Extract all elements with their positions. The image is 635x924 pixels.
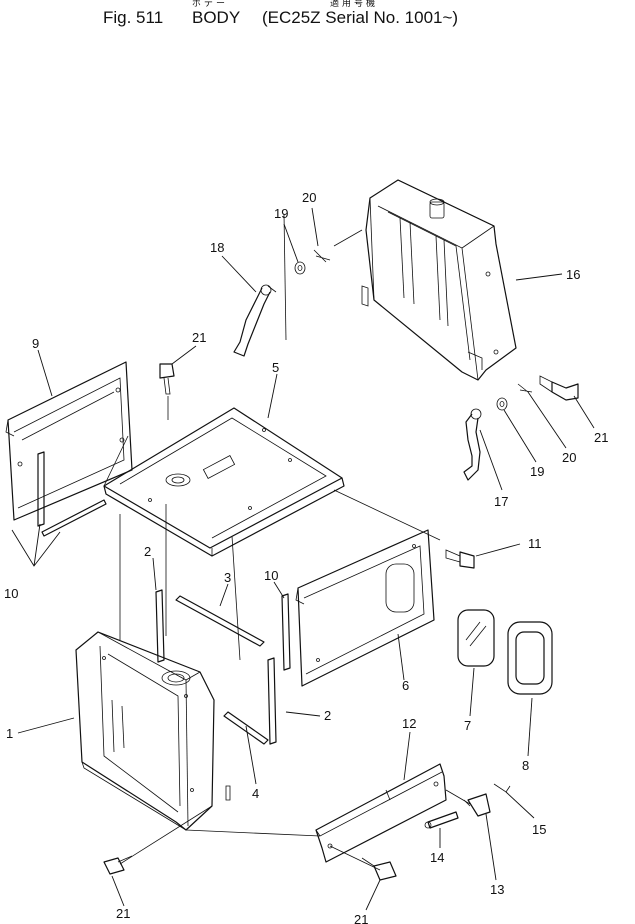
serial-japanese: 適用号機: [330, 0, 379, 8]
callout-7: 7: [464, 718, 471, 733]
callout-18: 18: [210, 240, 224, 255]
callout-13: 13: [490, 882, 504, 897]
callout-8: 8: [522, 758, 529, 773]
callout-19: 19: [274, 206, 288, 221]
callout-labels: 1 2 2 3 4 5 6 7 8 9 10 10 11 12 13 14 15…: [4, 190, 608, 924]
part-2-strip-b: [267, 657, 277, 745]
leader-lines: [11, 207, 595, 911]
callout-11: 11: [528, 536, 542, 551]
part-2-strip-a: [155, 589, 165, 663]
callout-5: 5: [272, 360, 279, 375]
callout-2: 2: [144, 544, 151, 559]
serial-range: (EC25Z Serial No. 1001~): [262, 8, 459, 27]
part-21-bolt-right: [539, 375, 579, 401]
part-9-side-panel: [5, 361, 133, 521]
callout-1: 1: [6, 726, 13, 741]
part-14-pin: [424, 811, 459, 829]
part-15-clip: [493, 783, 511, 793]
part-13-latch: [463, 793, 491, 817]
part-20-pin-right: [517, 383, 533, 393]
part-5-floor-plate: [103, 407, 345, 557]
part-21-bolt-bottom-right: [361, 857, 397, 881]
callout-21: 21: [594, 430, 608, 445]
part-21-bolt-top-left: [159, 363, 175, 395]
part-19-washer-right: [496, 397, 508, 411]
part-16-rear-frame: [361, 179, 517, 381]
part-7-window-glass: [457, 609, 495, 667]
title-japanese: ボデー: [192, 0, 229, 8]
part-1-front-frame: [75, 631, 231, 831]
callout-10: 10: [264, 568, 278, 583]
part-3-strip: [175, 595, 265, 647]
callout-20: 20: [302, 190, 316, 205]
part-11-bolt: [445, 549, 475, 569]
part-19-washer-top: [294, 261, 306, 275]
callout-9: 9: [32, 336, 39, 351]
callout-12: 12: [402, 716, 416, 731]
assembly-lines: [103, 213, 471, 871]
part-17-grab-handle: [463, 408, 482, 481]
part-4-strip: [223, 711, 269, 745]
callout-10: 10: [4, 586, 18, 601]
part-8-weatherstrip: [507, 621, 553, 695]
callout-2: 2: [324, 708, 331, 723]
part-10-strip-middle: [281, 593, 291, 671]
part-10-seal-strips-left: [37, 451, 107, 537]
callout-16: 16: [566, 267, 580, 282]
callout-21: 21: [192, 330, 206, 345]
figure-number: Fig. 511: [103, 8, 164, 27]
part-21-bolt-bottom-left: [103, 855, 133, 875]
part-12-bracket: [315, 763, 447, 863]
callout-21: 21: [116, 906, 130, 921]
part-20-pin-top: [313, 249, 331, 263]
callout-17: 17: [494, 494, 508, 509]
diagram-title: BODY: [192, 8, 241, 27]
callout-3: 3: [224, 570, 231, 585]
part-18-grab-handle: [233, 284, 277, 357]
callout-21: 21: [354, 912, 368, 924]
callout-6: 6: [402, 678, 409, 693]
callout-15: 15: [532, 822, 546, 837]
callout-19: 19: [530, 464, 544, 479]
callout-4: 4: [252, 786, 259, 801]
callout-14: 14: [430, 850, 444, 865]
callout-20: 20: [562, 450, 576, 465]
part-6-side-panel: [295, 529, 435, 687]
